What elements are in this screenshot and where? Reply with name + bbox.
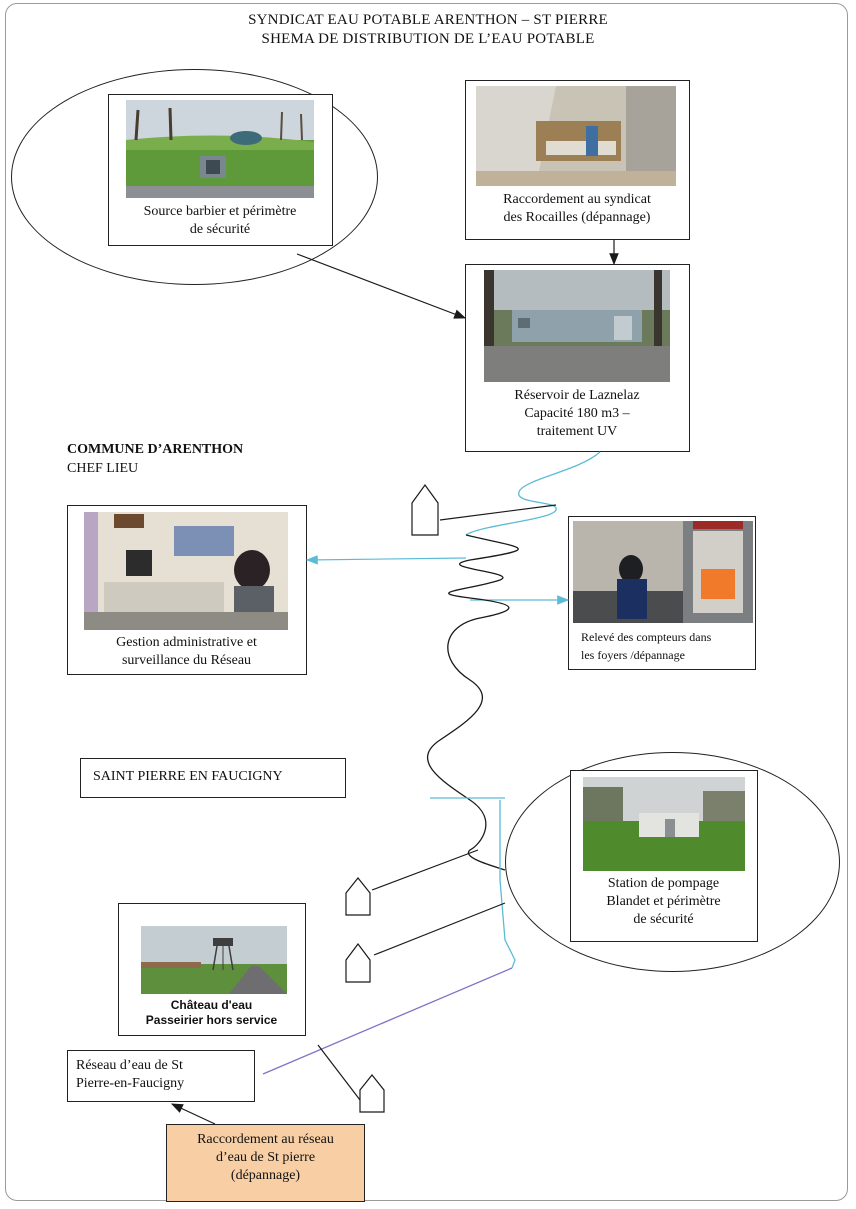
water-pipe-descent xyxy=(499,800,516,969)
meter-reading-box: Relevé des compteurs dans les foyers /dé… xyxy=(568,516,756,670)
reservoir-caption-2: Capacité 180 m3 – xyxy=(524,406,630,421)
source-caption-1: Source barbier et périmètre xyxy=(143,204,297,219)
pumping-station-caption-3: de sécurité xyxy=(633,912,694,927)
saint-pierre-label-box: SAINT PIERRE EN FAUCIGNY xyxy=(80,758,346,798)
reservoir-caption-3: traitement UV xyxy=(536,424,618,439)
house-line-1 xyxy=(439,504,557,521)
source-box: Source barbier et périmètre de sécurité xyxy=(108,94,333,246)
pumping-station-photo xyxy=(583,777,745,871)
water-tower-photo xyxy=(141,926,287,994)
station-security-ellipse xyxy=(505,752,840,972)
commune-name: COMMUNE D’ARENTHON xyxy=(67,442,244,457)
house-icon xyxy=(411,483,439,536)
house-icon xyxy=(345,943,371,983)
administration-box: Gestion administrative et surveillance d… xyxy=(67,505,307,675)
reservoir-box: Réservoir de Laznelaz Capacité 180 m3 – … xyxy=(465,264,690,452)
house-line-4 xyxy=(317,1044,361,1101)
source-security-ellipse xyxy=(11,69,378,285)
arrow-source-to-reservoir xyxy=(296,253,467,319)
st-pierre-connection-box: Raccordement au réseau d’eau de St pierr… xyxy=(166,1124,365,1202)
st-pierre-network-caption-2: Pierre-en-Faucigny xyxy=(76,1076,185,1091)
source-caption-2: de sécurité xyxy=(189,222,251,237)
commune-sub: CHEF LIEU xyxy=(67,461,139,476)
pumping-station-caption-2: Blandet et périmètre xyxy=(606,894,721,909)
st-pierre-network-box: Réseau d’eau de St Pierre-en-Faucigny xyxy=(67,1050,255,1102)
page-frame xyxy=(5,3,848,1201)
administration-caption-1: Gestion administrative et xyxy=(116,635,257,650)
saint-pierre-label: SAINT PIERRE EN FAUCIGNY xyxy=(93,769,283,784)
diagram-title-line2: SHEMA DE DISTRIBUTION DE L’EAU POTABLE xyxy=(261,31,595,47)
arrow-to-administration xyxy=(305,555,467,565)
st-pierre-network-caption-1: Réseau d’eau de St xyxy=(76,1058,183,1073)
meter-reading-photo xyxy=(573,521,753,623)
pumping-station-box: Station de pompage Blandet et périmètre … xyxy=(570,770,758,942)
rocailles-photo xyxy=(476,86,676,186)
arrow-to-st-pierre-network xyxy=(170,1103,216,1125)
water-tower-caption-1: Château d'eau xyxy=(170,998,253,1012)
administration-caption-2: surveillance du Réseau xyxy=(121,653,252,668)
reservoir-caption-1: Réservoir de Laznelaz xyxy=(514,388,640,403)
source-photo xyxy=(126,100,314,198)
house-line-3 xyxy=(373,902,506,956)
st-pierre-connection-caption-1: Raccordement au réseau xyxy=(197,1132,334,1147)
rocailles-caption-2: des Rocailles (dépannage) xyxy=(503,210,651,225)
meter-reading-caption-1: Relevé des compteurs dans xyxy=(581,630,712,644)
diagram-title-line1: SYNDICAT EAU POTABLE ARENTHON – ST PIERR… xyxy=(248,12,608,28)
st-pierre-connection-caption-3: (dépannage) xyxy=(230,1168,301,1183)
meter-reading-caption-2: les foyers /dépannage xyxy=(581,648,685,662)
house-icon xyxy=(359,1074,385,1113)
administration-photo xyxy=(84,512,288,630)
water-tower-caption-2: Passeirier hors service xyxy=(145,1013,278,1027)
rocailles-caption-1: Raccordement au syndicat xyxy=(503,192,651,207)
water-tower-box: Château d'eau Passeirier hors service xyxy=(118,903,306,1036)
water-pipe-main xyxy=(426,534,519,871)
house-icon xyxy=(345,877,371,916)
rocailles-connection-box: Raccordement au syndicat des Rocailles (… xyxy=(465,80,690,240)
reservoir-photo xyxy=(484,270,670,382)
pumping-station-caption-1: Station de pompage xyxy=(607,876,720,891)
pipe-to-st-pierre-network xyxy=(262,967,513,1075)
water-pipe-upper xyxy=(465,451,601,536)
st-pierre-connection-caption-2: d’eau de St pierre xyxy=(215,1150,316,1165)
house-line-2 xyxy=(371,849,479,891)
